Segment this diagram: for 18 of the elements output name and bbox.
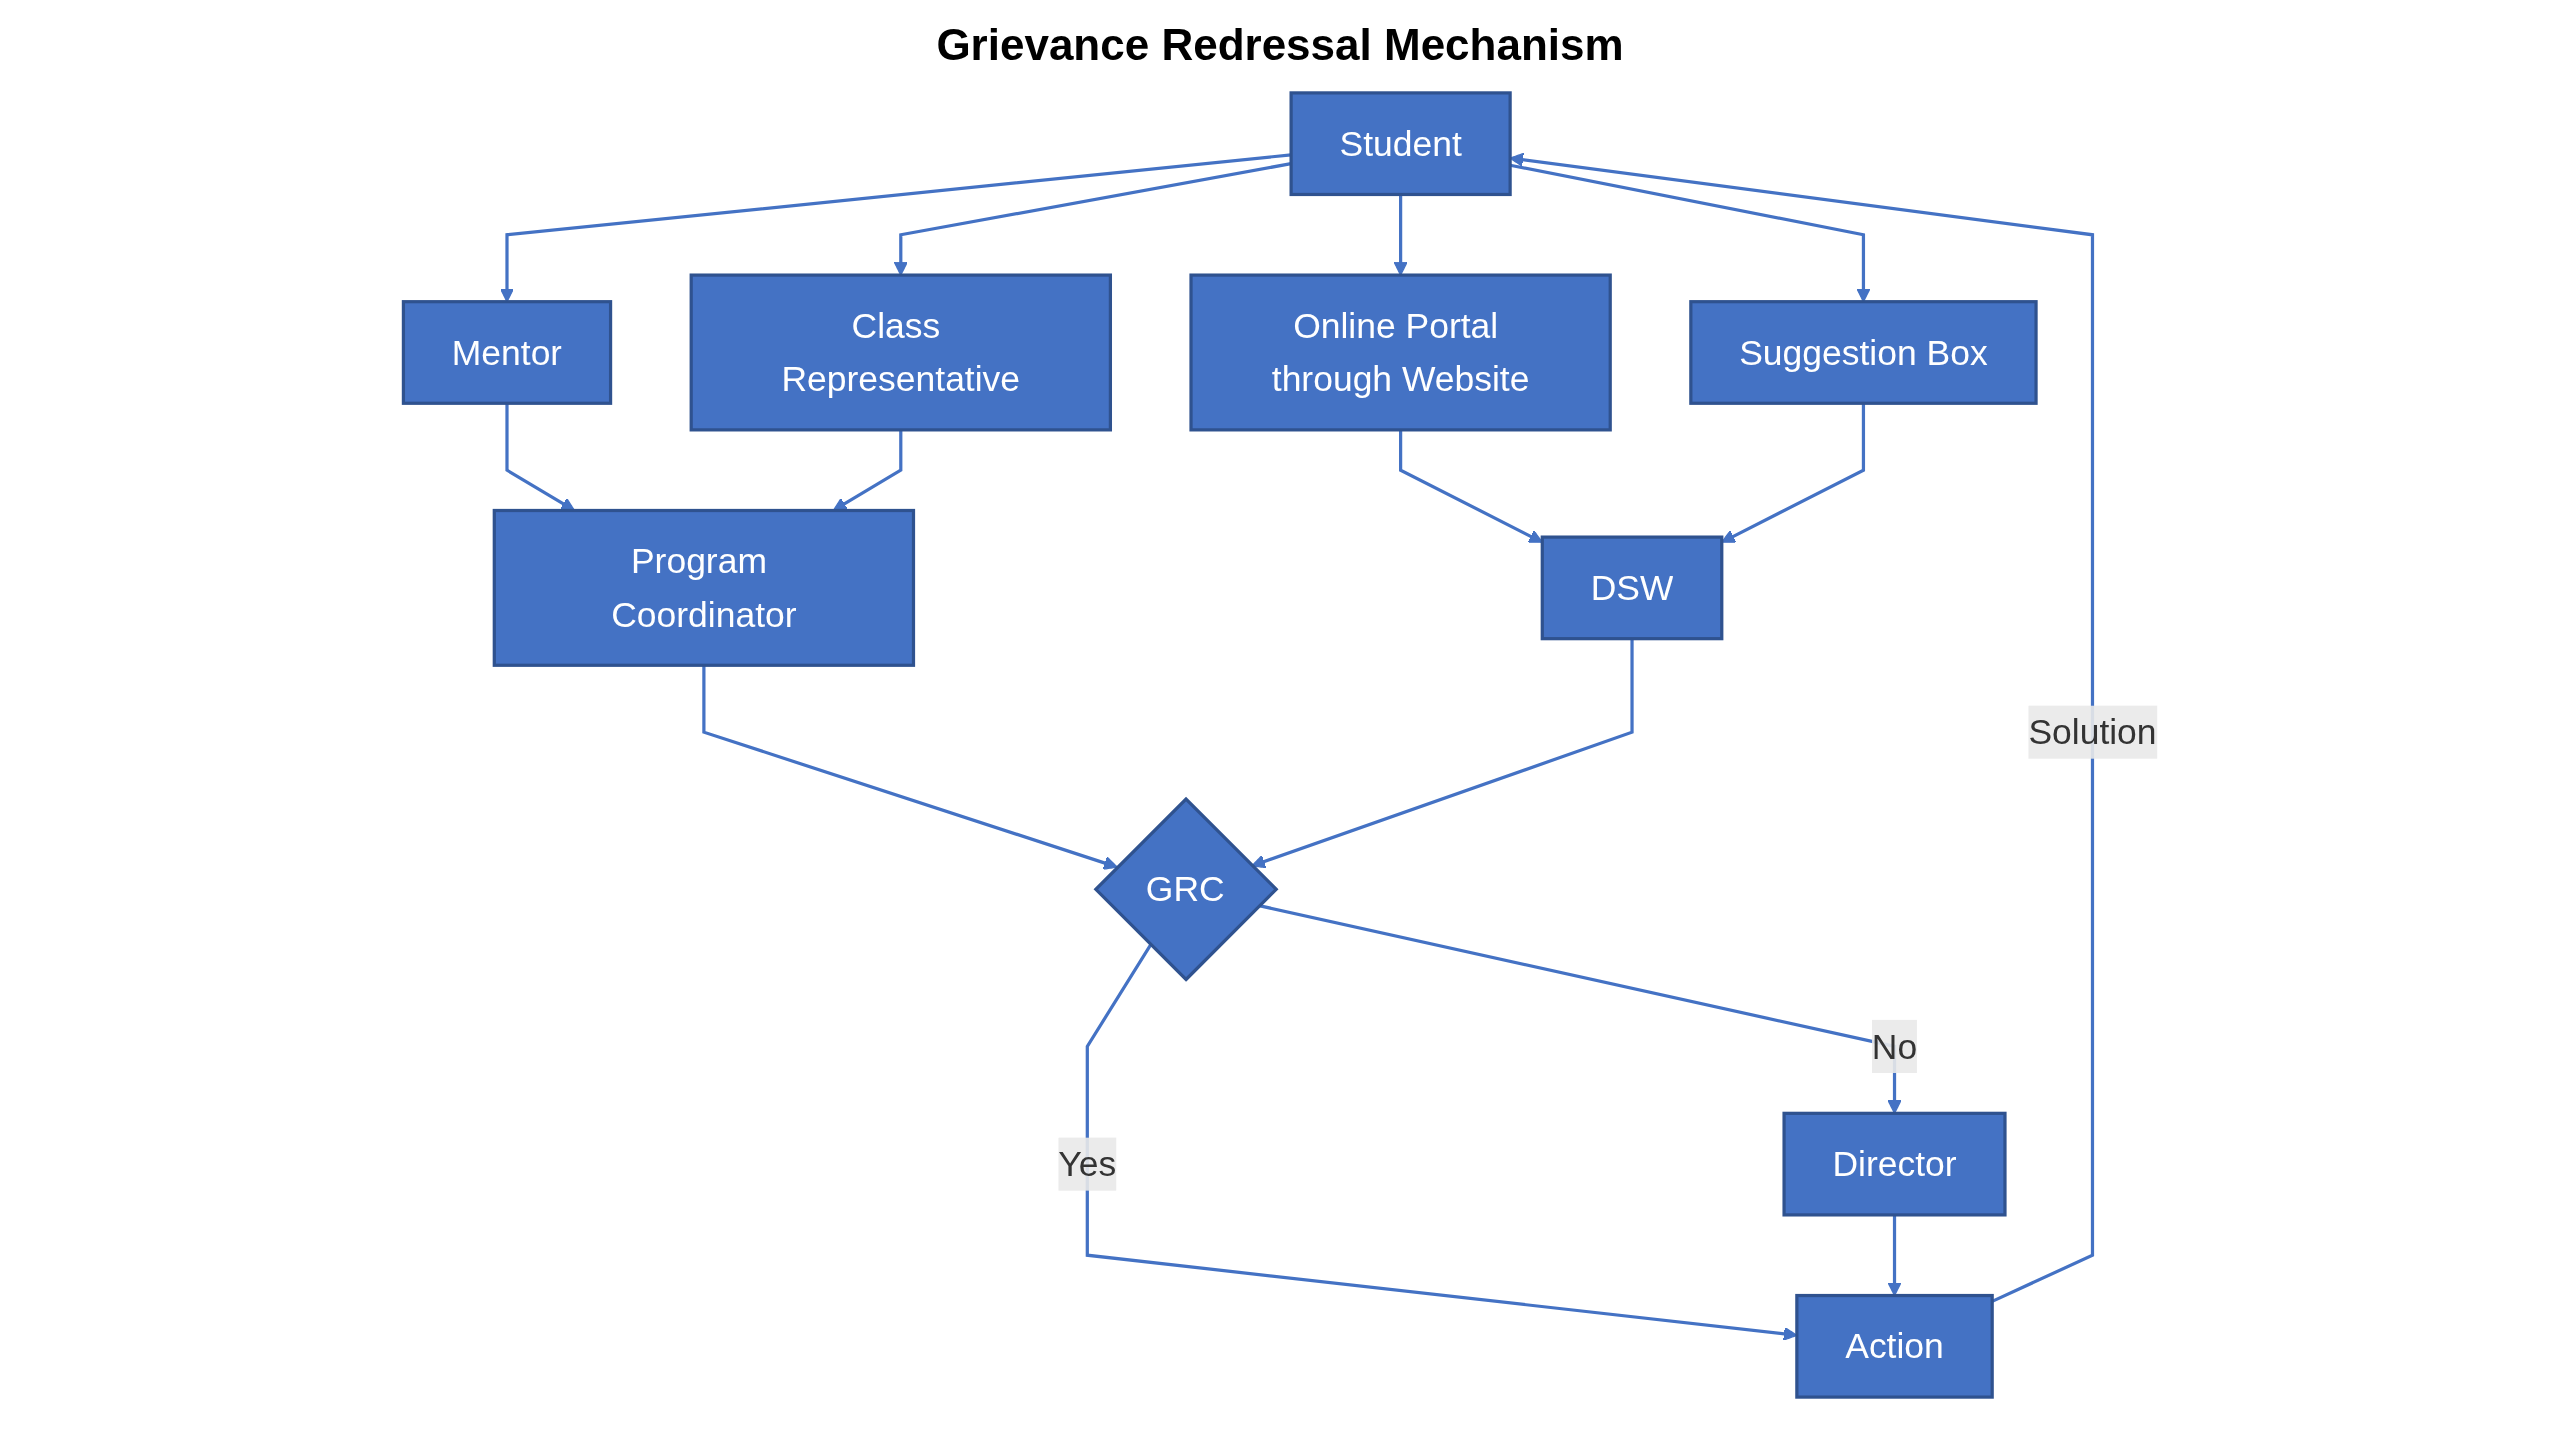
node-box: Program Coordinator [492,508,916,667]
arrow [1393,194,1408,276]
edge-label: Solution [2028,712,2157,753]
diagram-title: Grievance Redressal Mechanism [935,20,1625,70]
node-diamond: GRC [1093,796,1279,982]
arrow [702,665,1118,870]
node-box: Suggestion Box [1689,300,2038,405]
node-box: Director [1782,1111,2007,1217]
node-box: DSW [1540,535,1724,641]
node-box: Class Representative [689,273,1112,432]
arrow [1251,638,1634,869]
node-box: Online Portal through Website [1189,273,1612,432]
node-box: Action [1795,1293,1994,1399]
edge-label: No [1871,1026,1918,1067]
node-box: Mentor [401,300,613,405]
edge-label: Yes [1058,1143,1117,1185]
node-box: Student [1289,91,1512,197]
arrow [1721,403,1866,543]
